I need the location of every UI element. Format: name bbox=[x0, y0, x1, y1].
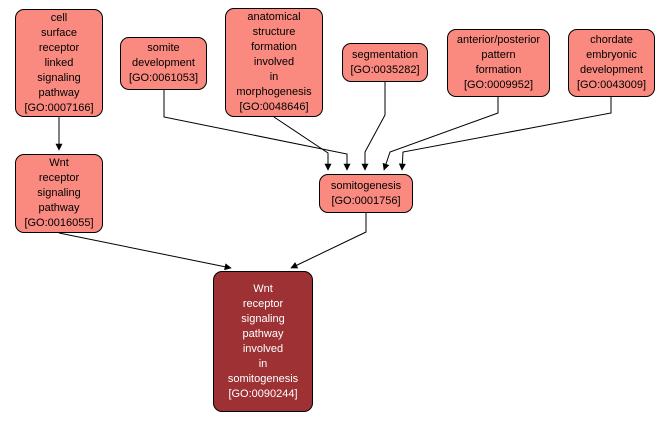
go-term-node-go-0009952[interactable]: anterior/posterior pattern formation [GO… bbox=[447, 29, 550, 97]
go-term-node-go-0090244[interactable]: Wnt receptor signaling pathway involved … bbox=[213, 271, 313, 412]
go-term-node-go-0001756[interactable]: somitogenesis [GO:0001756] bbox=[319, 174, 413, 213]
go-term-node-go-0016055[interactable]: Wnt receptor signaling pathway [GO:00160… bbox=[15, 154, 103, 233]
edge-go-0048646-to-go-0001756 bbox=[273, 116, 332, 171]
edge-go-0043009-to-go-0001756 bbox=[398, 97, 612, 171]
go-term-node-go-0048646[interactable]: anatomical structure formation involved … bbox=[225, 8, 323, 117]
edge-go-0016055-to-go-0090244 bbox=[58, 232, 232, 271]
go-term-node-go-0043009[interactable]: chordate embryonic development [GO:00430… bbox=[568, 29, 655, 97]
edge-go-0001756-to-go-0090244 bbox=[290, 213, 367, 269]
go-term-node-go-0007166[interactable]: cell surface receptor linked signaling p… bbox=[15, 9, 103, 117]
go-term-node-go-0061053[interactable]: somite development [GO:0061053] bbox=[120, 37, 207, 90]
edge-go-0009952-to-go-0001756 bbox=[382, 97, 499, 171]
edge-go-0035282-to-go-0001756 bbox=[361, 82, 386, 171]
go-term-node-go-0035282[interactable]: segmentation [GO:0035282] bbox=[342, 43, 428, 82]
